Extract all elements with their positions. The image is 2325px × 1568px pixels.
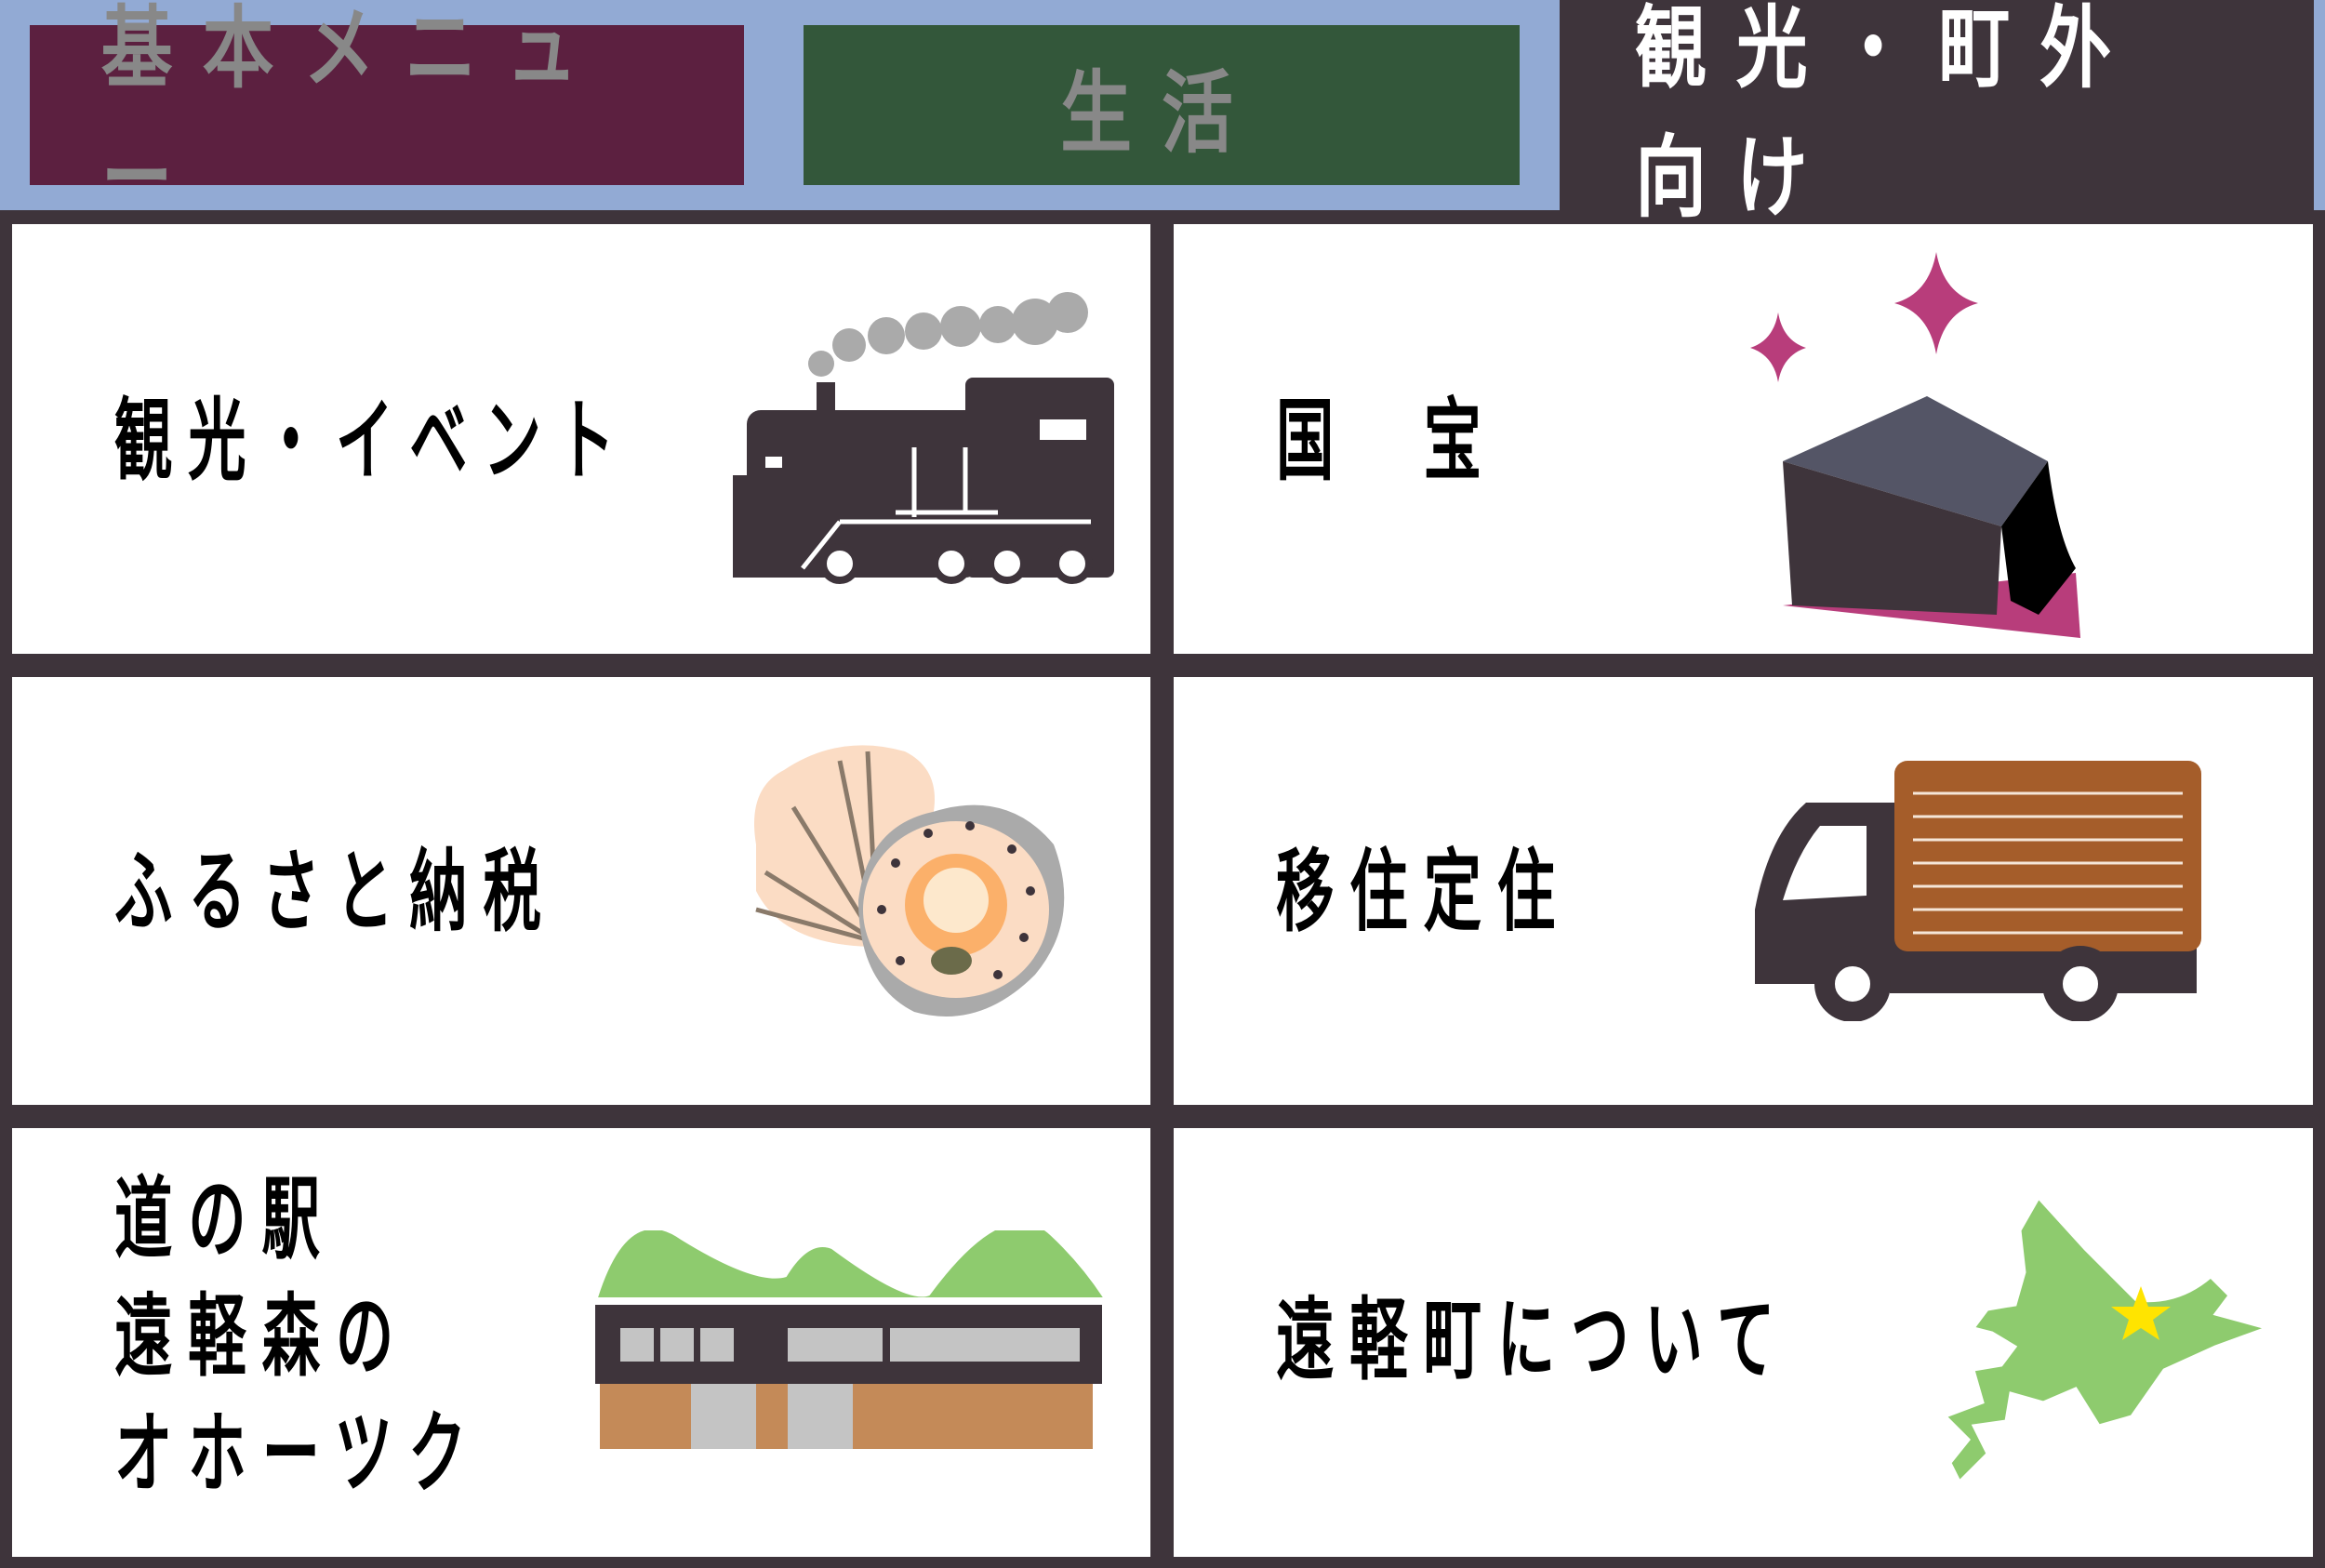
menu-roadside-station[interactable]: 道の駅 遠軽森の オホーツク (12, 1128, 1150, 1557)
menu-label: 道の駅 遠軽森の オホーツク (114, 1167, 483, 1506)
menu-label: 移住定住 (1276, 840, 1572, 944)
menu-label: 国 宝 (1276, 389, 1497, 493)
scallop-icon (754, 745, 1065, 1017)
menu-label: 遠軽町について (1276, 1288, 1791, 1392)
tab-label: 観光・町外向け (1635, 0, 2142, 230)
roadside-station-icon (595, 1230, 1103, 1449)
menu-label: ふるさと納税 (114, 840, 557, 944)
menu-relocation[interactable]: 移住定住 (1174, 677, 2313, 1105)
header-edge (2314, 0, 2325, 210)
steam-locomotive-icon (733, 292, 1114, 584)
star-icon (2111, 1286, 2171, 1340)
tab-basic-menu[interactable]: 基本メニュー (30, 0, 744, 230)
obsidian-gem-icon (1750, 252, 2080, 638)
moving-truck-icon (1755, 761, 2201, 1021)
menu-national-treasure[interactable]: 国 宝 (1174, 224, 2313, 654)
menu-about-engaru[interactable]: 遠軽町について (1174, 1128, 2313, 1557)
tab-label: 基本メニュー (100, 0, 607, 230)
tab-tourism[interactable]: 観光・町外向け (1560, 0, 2314, 230)
menu-tourism-events[interactable]: 観光・イベント (12, 224, 1150, 654)
tab-living[interactable]: 生活 (804, 25, 1520, 185)
hokkaido-map-icon (1943, 1195, 2271, 1484)
tab-label: 生活 (1060, 60, 1263, 166)
menu-furusato-tax[interactable]: ふるさと納税 (12, 677, 1150, 1105)
menu-label: 観光・イベント (114, 389, 631, 493)
